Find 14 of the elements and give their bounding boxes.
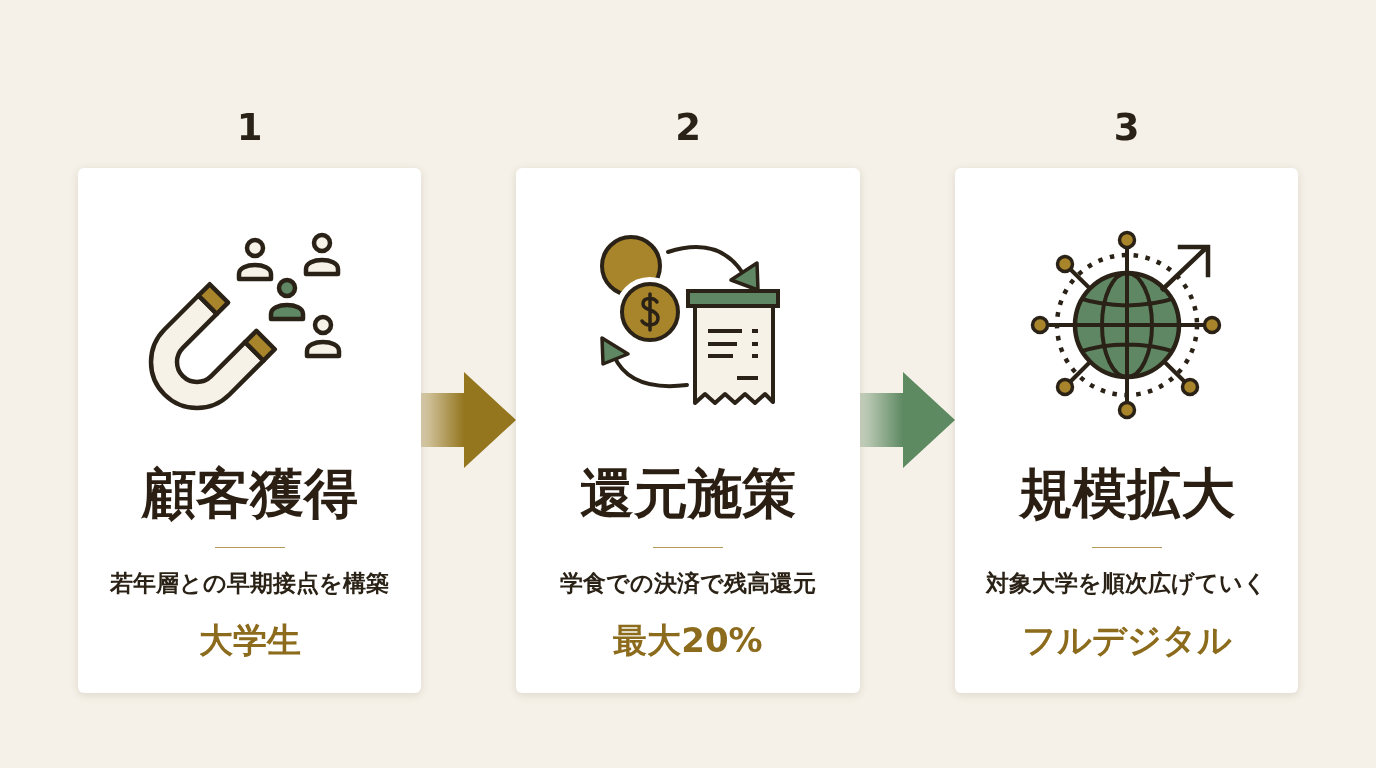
flow-arrow xyxy=(860,372,955,468)
step-description: 若年層との早期接点を構築 xyxy=(110,569,389,597)
step-description: 対象大学を順次広げていく xyxy=(986,569,1267,597)
step-number: 2 xyxy=(675,106,701,150)
step-description: 学食での決済で残高還元 xyxy=(560,569,816,597)
step-number: 1 xyxy=(236,106,263,150)
step-number: 3 xyxy=(1113,106,1140,150)
step-title: 還元施策 xyxy=(580,461,796,525)
step-title: 規模拡大 xyxy=(1018,461,1235,525)
flow-arrow xyxy=(421,372,516,468)
step-highlight: 大学生 xyxy=(198,621,301,661)
step-title: 顧客獲得 xyxy=(141,461,358,525)
step-highlight: フルデジタル xyxy=(1021,621,1232,661)
step-highlight: 最大20% xyxy=(613,621,763,661)
